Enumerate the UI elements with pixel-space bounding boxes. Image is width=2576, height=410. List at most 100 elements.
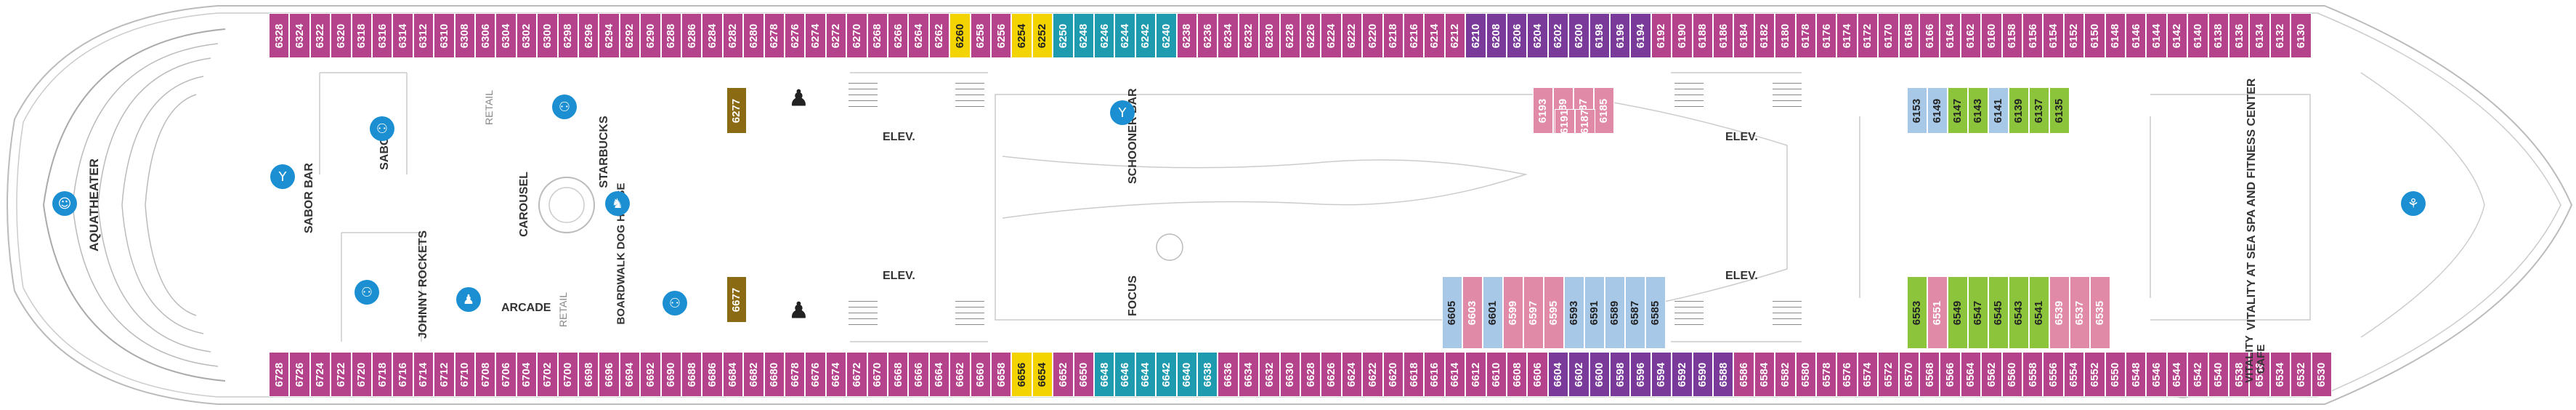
cabin[interactable]: 6268 [867,13,888,58]
cabin[interactable]: 6564 [1960,352,1982,397]
cabin[interactable]: 6186 [1713,13,1734,58]
cabin[interactable]: 6258 [970,13,991,58]
inner-cabin[interactable]: 6605 [1442,276,1462,349]
cabin[interactable]: 6556 [2043,352,2064,397]
cabin[interactable]: 6296 [578,13,599,58]
cabin[interactable]: 6532 [2291,352,2312,397]
cabin[interactable]: 6254 [1011,13,1032,58]
inner-cabin[interactable]: 6587 [1625,276,1645,349]
inner-cabin[interactable]: 6585 [1645,276,1666,349]
cabin[interactable]: 6182 [1754,13,1775,58]
inner-cabin[interactable]: 6549 [1948,276,1968,349]
cabin[interactable]: 6240 [1156,13,1177,58]
cabin[interactable]: 6204 [1527,13,1548,58]
cabin[interactable]: 6600 [1589,352,1610,397]
cabin[interactable]: 6640 [1176,352,1197,397]
cabin[interactable]: 6728 [269,352,290,397]
cabin[interactable]: 6276 [785,13,806,58]
cabin[interactable]: 6696 [599,352,620,397]
cabin[interactable]: 6716 [392,352,413,397]
cabin[interactable]: 6682 [743,352,764,397]
cabin[interactable]: 6586 [1733,352,1754,397]
cabin[interactable]: 6710 [454,352,475,397]
cabin[interactable]: 6570 [1898,352,1919,397]
cabin[interactable]: 6624 [1341,352,1363,397]
cabin[interactable]: 6250 [1053,13,1074,58]
inner-cabin[interactable]: 6677 [726,276,747,323]
cabin[interactable]: 6700 [557,352,578,397]
inner-cabin[interactable]: 6541 [2029,276,2049,349]
cabin[interactable]: 6720 [351,352,372,397]
cabin[interactable]: 6540 [2208,352,2229,397]
cabin[interactable]: 6168 [1898,13,1919,58]
cabin[interactable]: 6634 [1238,352,1260,397]
cabin[interactable]: 6286 [681,13,702,58]
inner-cabin[interactable]: 6535 [2090,276,2110,349]
cabin[interactable]: 6626 [1321,352,1342,397]
cabin[interactable]: 6692 [640,352,661,397]
cabin[interactable]: 6170 [1878,13,1899,58]
cabin[interactable]: 6316 [372,13,393,58]
cabin[interactable]: 6628 [1300,352,1321,397]
cabin[interactable]: 6232 [1238,13,1260,58]
cabin[interactable]: 6544 [2166,352,2188,397]
cabin[interactable]: 6198 [1589,13,1610,58]
inner-cabin[interactable]: 6185 [1594,87,1614,134]
cabin[interactable]: 6148 [2105,13,2126,58]
cabin[interactable]: 6582 [1775,352,1796,397]
inner-cabin[interactable]: 6147 [1948,87,1968,134]
cabin[interactable]: 6698 [578,352,599,397]
cabin[interactable]: 6708 [475,352,496,397]
cabin[interactable]: 6530 [2311,352,2332,397]
cabin[interactable]: 6310 [434,13,455,58]
inner-cabin[interactable]: 6589 [1605,276,1625,349]
cabin[interactable]: 6208 [1486,13,1507,58]
cabin[interactable]: 6308 [454,13,475,58]
cabin[interactable]: 6574 [1857,352,1879,397]
cabin[interactable]: 6202 [1547,13,1569,58]
cabin[interactable]: 6290 [640,13,661,58]
cabin[interactable]: 6604 [1547,352,1569,397]
inner-cabin[interactable]: 6141 [1988,87,2009,134]
cabin[interactable]: 6674 [825,352,847,397]
cabin[interactable]: 6618 [1404,352,1425,397]
cabin[interactable]: 6180 [1775,13,1796,58]
cabin[interactable]: 6302 [516,13,538,58]
cabin[interactable]: 6280 [743,13,764,58]
cabin[interactable]: 6572 [1878,352,1899,397]
cabin[interactable]: 6174 [1836,13,1858,58]
cabin[interactable]: 6686 [702,352,723,397]
cabin[interactable]: 6536 [2249,352,2270,397]
cabin[interactable]: 6140 [2187,13,2208,58]
cabin[interactable]: 6534 [2269,352,2291,397]
cabin[interactable]: 6200 [1568,13,1589,58]
cabin[interactable]: 6320 [331,13,352,58]
cabin[interactable]: 6266 [888,13,909,58]
inner-cabin[interactable]: 6603 [1462,276,1483,349]
cabin[interactable]: 6156 [2022,13,2044,58]
inner-cabin[interactable]: 6135 [2049,87,2070,134]
cabin[interactable]: 6714 [413,352,434,397]
cabin[interactable]: 6210 [1465,13,1486,58]
cabin[interactable]: 6160 [1981,13,2002,58]
cabin[interactable]: 6638 [1197,352,1218,397]
inner-cabin[interactable]: 6553 [1907,276,1927,349]
cabin[interactable]: 6606 [1527,352,1548,397]
cabin[interactable]: 6136 [2229,13,2250,58]
cabin[interactable]: 6154 [2043,13,2064,58]
cabin[interactable]: 6646 [1114,352,1135,397]
cabin[interactable]: 6292 [619,13,641,58]
cabin[interactable]: 6612 [1465,352,1486,397]
cabin[interactable]: 6192 [1650,13,1672,58]
cabin[interactable]: 6188 [1692,13,1713,58]
cabin[interactable]: 6236 [1197,13,1218,58]
cabin[interactable]: 6264 [908,13,929,58]
cabin[interactable]: 6226 [1300,13,1321,58]
cabin[interactable]: 6680 [764,352,785,397]
cabin[interactable]: 6146 [2126,13,2147,58]
cabin[interactable]: 6660 [970,352,991,397]
cabin[interactable]: 6550 [2105,352,2126,397]
inner-cabin[interactable]: 6187 [1575,109,1595,134]
inner-cabin[interactable]: 6539 [2049,276,2070,349]
inner-cabin[interactable]: 6595 [1544,276,1564,349]
